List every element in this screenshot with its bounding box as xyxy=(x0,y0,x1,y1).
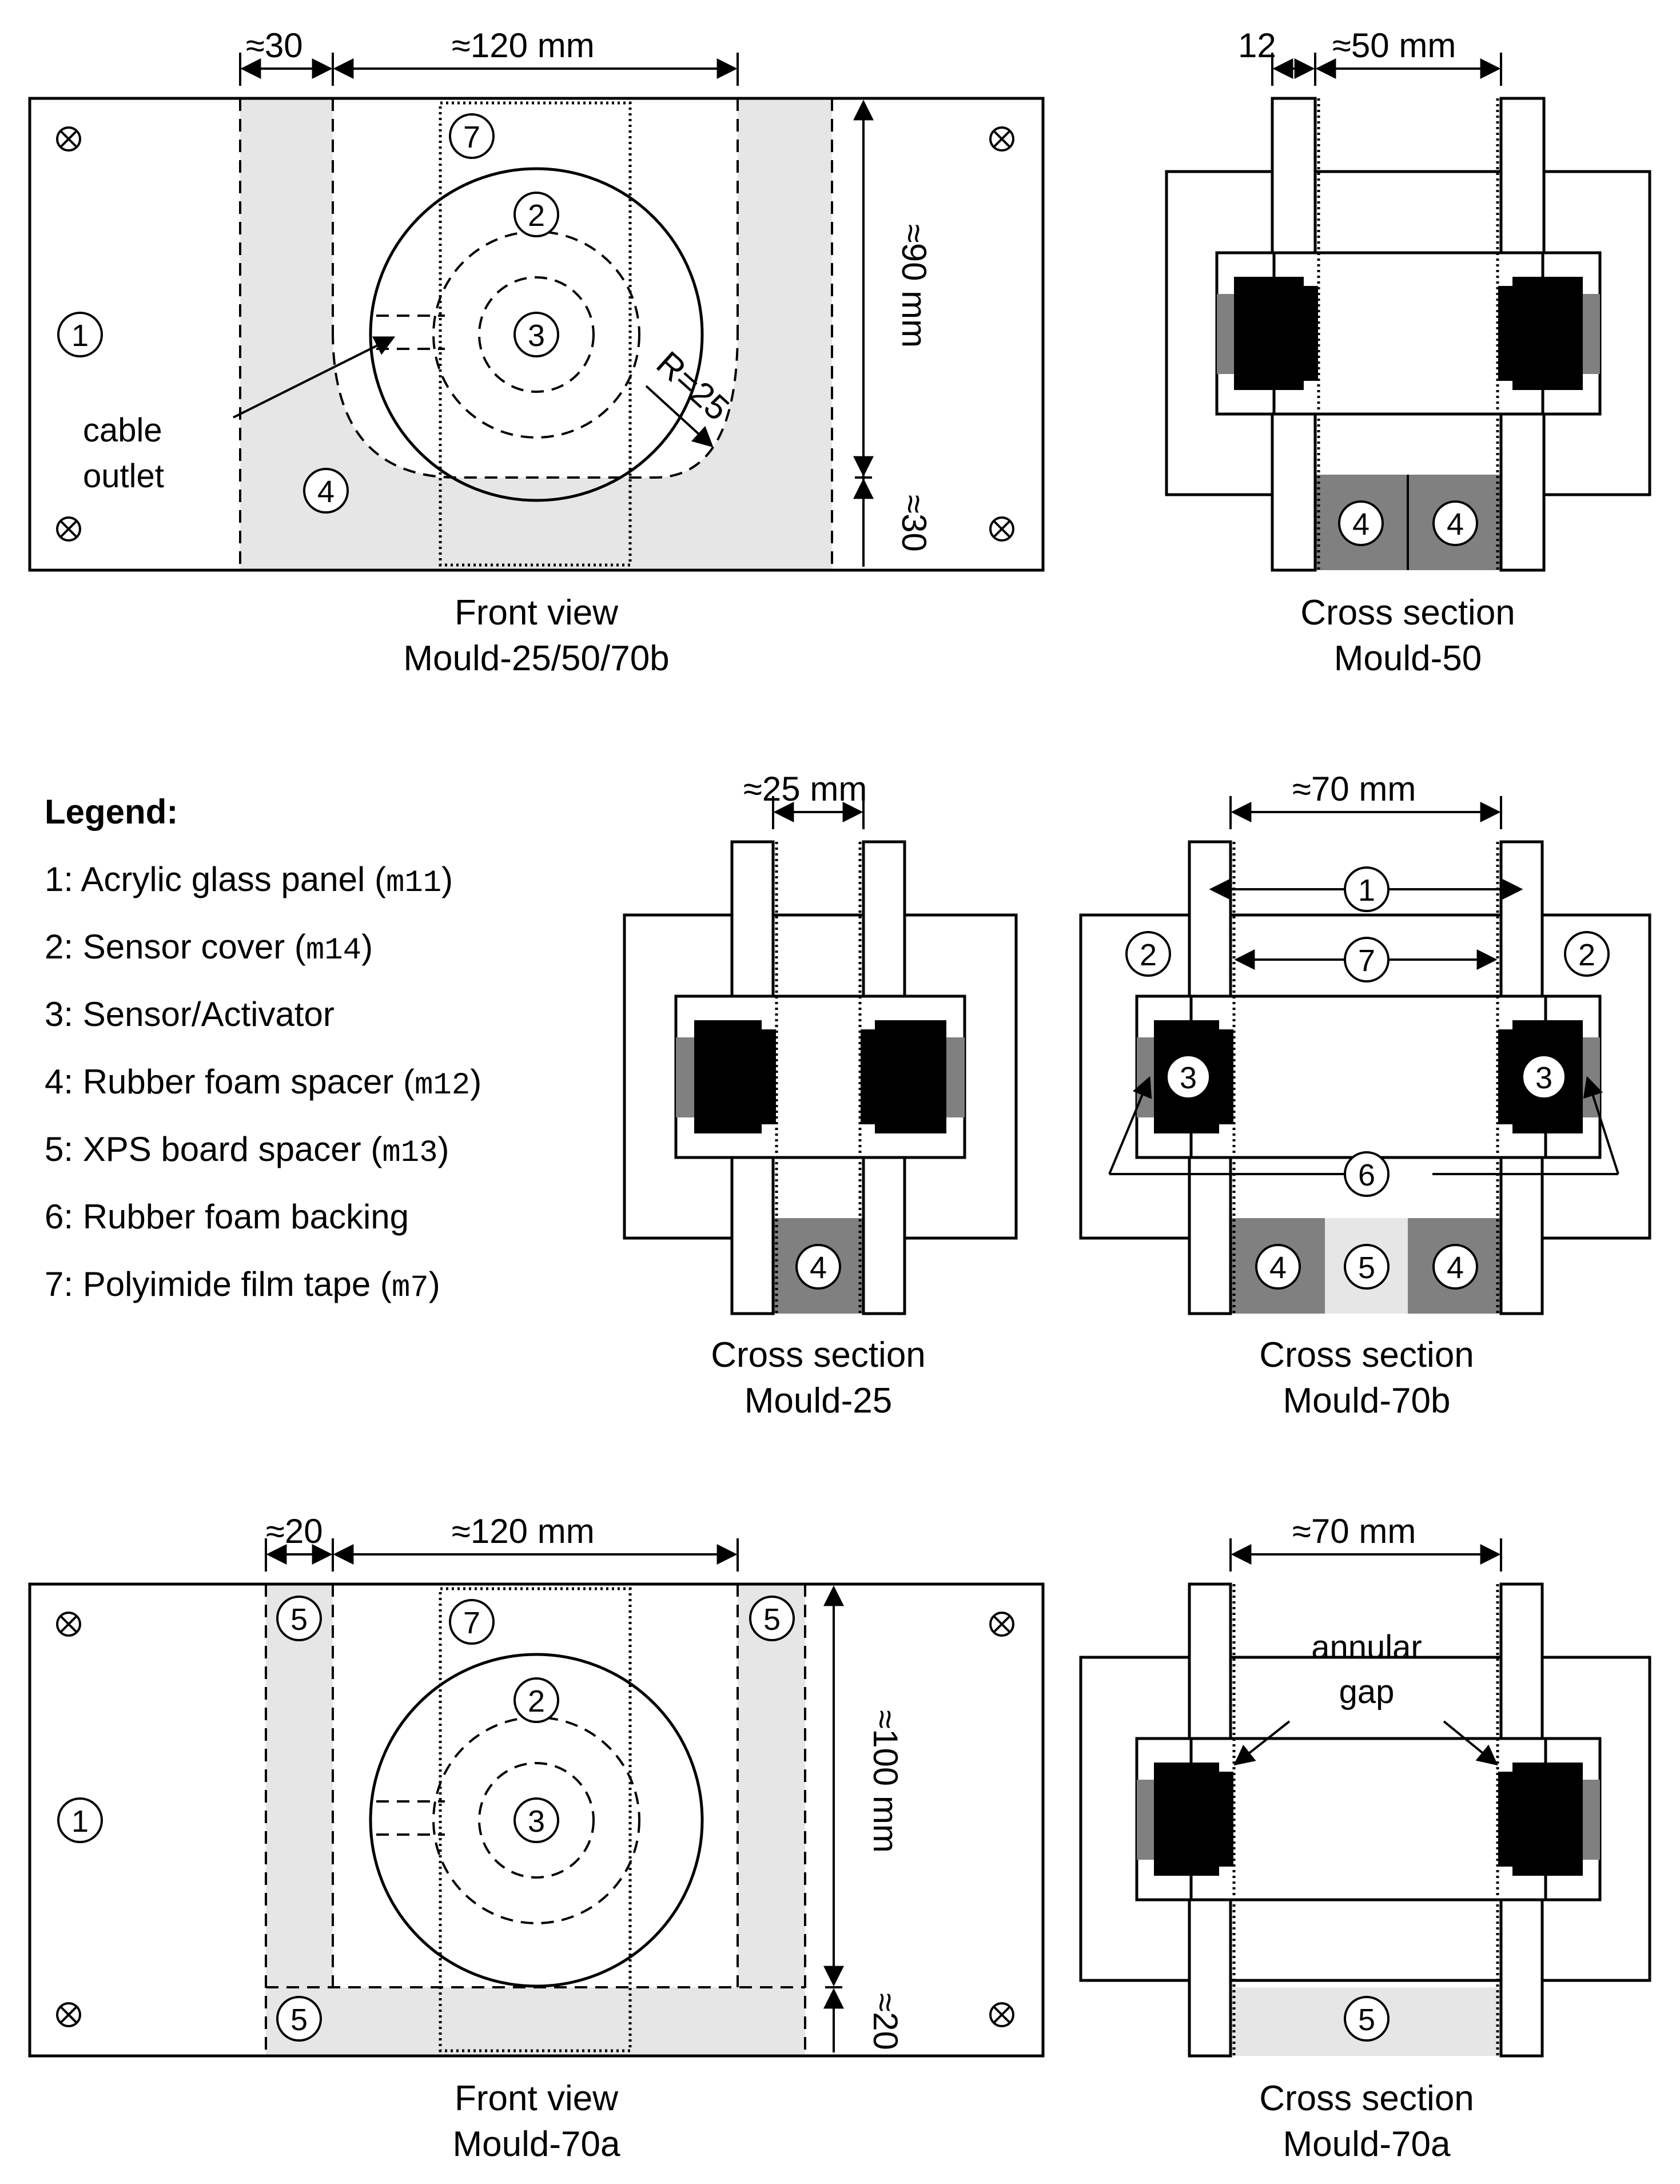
dim-front-bottom-h: ≈100 mm xyxy=(866,1710,905,1853)
dim-cs70a: ≈70 mm xyxy=(1292,1512,1416,1550)
caption-cs50-1: Cross section xyxy=(1300,593,1515,632)
marker-cs70b-3a: 3 xyxy=(1180,1061,1197,1095)
dim-front-bottom-a: ≈20 xyxy=(266,1512,323,1550)
caption-front-top-1: Front view xyxy=(455,593,618,632)
cross-section-mould-25 xyxy=(623,796,1018,1315)
marker-cs70b-4a: 4 xyxy=(1269,1251,1287,1285)
caption-cs70a-1: Cross section xyxy=(1259,2079,1474,2118)
legend-item: 4: Rubber foam spacer (m12) xyxy=(45,1063,481,1103)
dim-cs70b: ≈70 mm xyxy=(1292,770,1416,808)
marker-cs70b-7: 7 xyxy=(1358,944,1375,978)
front-view-top xyxy=(28,53,1045,572)
marker-cs70a-5: 5 xyxy=(1358,2003,1375,2037)
cross-section-mould-70b xyxy=(1079,796,1651,1315)
marker-cs70b-5: 5 xyxy=(1358,1251,1375,1285)
marker-cs50-4a: 4 xyxy=(1352,507,1370,542)
annular-gap-label-1: annular xyxy=(1311,1629,1422,1666)
marker-fb-1: 1 xyxy=(71,1804,89,1839)
caption-cs25-1: Cross section xyxy=(711,1335,926,1375)
dim-front-top-b: ≈120 mm xyxy=(452,26,595,65)
legend: Legend: 1: Acrylic glass panel (m11) 2: … xyxy=(45,793,481,1306)
marker-fb-5c: 5 xyxy=(290,2003,308,2037)
dim-cs50-a: 12 xyxy=(1238,26,1276,65)
marker-1: 1 xyxy=(71,319,89,353)
front-view-bottom xyxy=(28,1538,1045,2058)
marker-fb-5a: 5 xyxy=(290,1602,308,1637)
marker-7: 7 xyxy=(463,120,480,154)
marker-fb-3: 3 xyxy=(528,1804,545,1839)
caption-cs50-2: Mould-50 xyxy=(1334,639,1482,678)
marker-cs70b-6: 6 xyxy=(1358,1158,1375,1192)
dim-front-bottom-h2: ≈20 xyxy=(866,1993,905,2050)
marker-cs50-4b: 4 xyxy=(1447,507,1464,542)
dim-front-top-h: ≈90 mm xyxy=(895,224,933,348)
cross-section-mould-50 xyxy=(1165,53,1651,572)
caption-cs70b-2: Mould-70b xyxy=(1283,1381,1451,1421)
marker-3: 3 xyxy=(528,319,545,353)
legend-item: 7: Polyimide film tape (m7) xyxy=(45,1265,440,1306)
dim-cs50-b: ≈50 mm xyxy=(1332,26,1456,65)
caption-front-bottom-1: Front view xyxy=(455,2079,618,2118)
legend-item: 1: Acrylic glass panel (m11) xyxy=(45,860,453,901)
legend-item: 2: Sensor cover (m14) xyxy=(45,928,373,968)
bolt-icon xyxy=(56,126,1014,542)
caption-cs25-2: Mould-25 xyxy=(745,1381,892,1421)
dim-front-top-h2: ≈30 xyxy=(895,495,933,552)
dim-front-top-a: ≈30 xyxy=(246,26,303,65)
cross-section-mould-70a xyxy=(1079,1538,1651,2058)
marker-cs70b-4b: 4 xyxy=(1447,1251,1464,1285)
marker-fb-2: 2 xyxy=(528,1684,545,1718)
dim-front-bottom-b: ≈120 mm xyxy=(452,1512,595,1550)
caption-front-bottom-2: Mould-70a xyxy=(453,2125,620,2164)
caption-cs70a-2: Mould-70a xyxy=(1283,2125,1451,2164)
marker-fb-7: 7 xyxy=(463,1606,480,1640)
legend-item: 6: Rubber foam backing xyxy=(45,1198,409,1236)
marker-cs70b-3b: 3 xyxy=(1535,1061,1552,1095)
caption-cs70b-1: Cross section xyxy=(1259,1335,1474,1375)
marker-cs25-4: 4 xyxy=(810,1251,827,1285)
dim-cs25: ≈25 mm xyxy=(743,770,867,808)
marker-2: 2 xyxy=(528,198,545,233)
marker-4: 4 xyxy=(317,475,335,509)
legend-item: 3: Sensor/Activator xyxy=(45,995,335,1033)
dim-front-top-r: R=25 xyxy=(649,344,737,428)
marker-group-front-top xyxy=(57,113,559,514)
marker-cs70b-2a: 2 xyxy=(1140,938,1157,972)
caption-front-top-2: Mould-25/50/70b xyxy=(403,639,669,678)
legend-item: 5: XPS board spacer (m13) xyxy=(45,1130,449,1171)
annular-gap-label-2: gap xyxy=(1339,1673,1395,1710)
marker-cs70b-2b: 2 xyxy=(1578,938,1595,972)
marker-cs70b-1: 1 xyxy=(1358,873,1375,908)
marker-fb-5b: 5 xyxy=(763,1602,781,1637)
bolt-icon xyxy=(56,1612,1014,2027)
cable-outlet-label-1: cable xyxy=(83,412,162,449)
cable-outlet-label-2: outlet xyxy=(83,458,164,495)
legend-title: Legend: xyxy=(45,793,178,831)
